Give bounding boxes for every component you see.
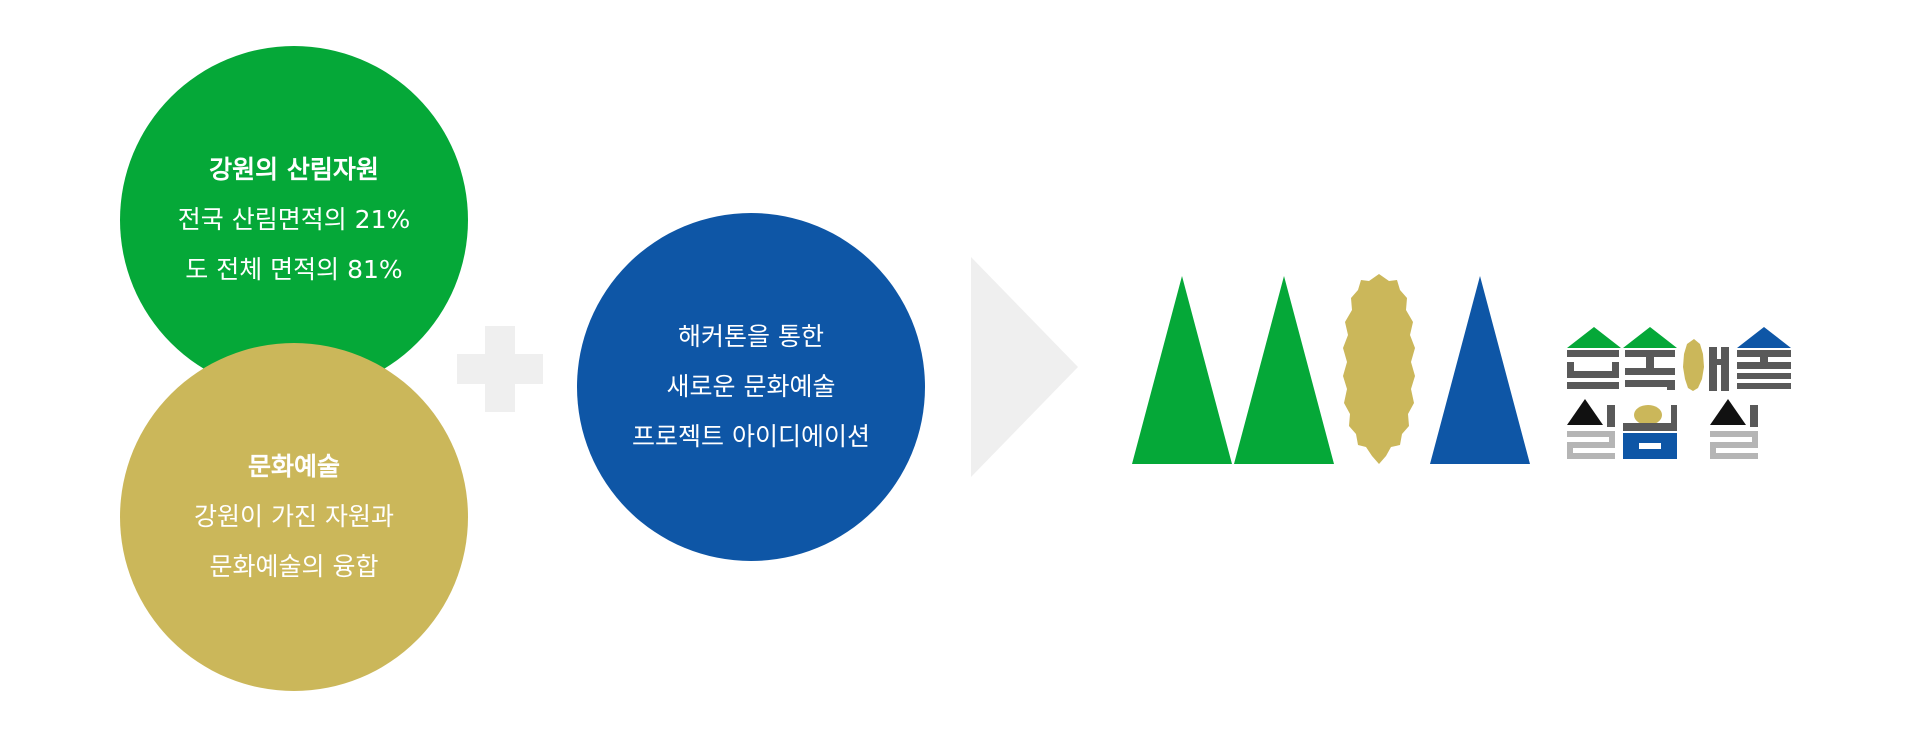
forest-trees-icon bbox=[1132, 274, 1530, 464]
culture-arts-line-2: 문화예술의 융합 bbox=[209, 552, 379, 581]
logo-glyph-1 bbox=[1567, 350, 1619, 389]
forest-resources-title: 강원의 산림자원 bbox=[209, 155, 379, 184]
arrow-right-shape bbox=[971, 257, 1078, 477]
logo-roof-green-1 bbox=[1567, 327, 1621, 348]
hackathon-project-line-3: 프로젝트 아이디에이션 bbox=[632, 422, 870, 451]
hackathon-project-circle: 해커톤을 통한 새로운 문화예술 프로젝트 아이디에이션 bbox=[577, 213, 925, 561]
forest-resources-line-2: 도 전체 면적의 81% bbox=[185, 255, 403, 284]
plus-icon bbox=[457, 326, 543, 412]
logo-roof-blue bbox=[1737, 327, 1791, 348]
logo-gold-leaf bbox=[1683, 339, 1704, 391]
logo-gold-oval bbox=[1634, 405, 1662, 425]
culture-arts-circle: 문화예술 강원이 가진 자원과 문화예술의 융합 bbox=[120, 343, 468, 691]
logo-glyph-5 bbox=[1567, 405, 1615, 459]
logo-roof-black-2 bbox=[1710, 399, 1746, 425]
logo-glyph-7 bbox=[1710, 405, 1758, 459]
arrow-right-icon bbox=[971, 257, 1078, 477]
logo-glyph-4 bbox=[1737, 350, 1791, 389]
forest-resources-circle: 강원의 산림자원 전국 산림면적의 21% 도 전체 면적의 81% bbox=[120, 46, 468, 394]
hackathon-project-line-1: 해커톤을 통한 bbox=[678, 322, 824, 351]
logo-roof-green-2 bbox=[1623, 327, 1677, 348]
culture-arts-line-1: 강원이 가진 자원과 bbox=[194, 502, 394, 531]
green-tree-2 bbox=[1234, 276, 1334, 464]
forest-resources-line-1: 전국 산림면적의 21% bbox=[177, 205, 411, 234]
logo-glyph-3 bbox=[1709, 347, 1729, 391]
logo-roof-black-1 bbox=[1567, 399, 1603, 425]
blue-tree bbox=[1430, 276, 1530, 464]
hackathon-project-line-2: 새로운 문화예술 bbox=[666, 372, 836, 401]
plus-icon-horizontal-bar bbox=[457, 354, 543, 384]
forest-art-lab-logo bbox=[1567, 327, 1791, 459]
green-tree-1 bbox=[1132, 276, 1232, 464]
logo-glyph-2 bbox=[1625, 350, 1675, 390]
culture-arts-title: 문화예술 bbox=[247, 452, 340, 481]
gold-leaf-tree bbox=[1343, 274, 1415, 464]
logo-glyph-6 bbox=[1623, 405, 1677, 459]
